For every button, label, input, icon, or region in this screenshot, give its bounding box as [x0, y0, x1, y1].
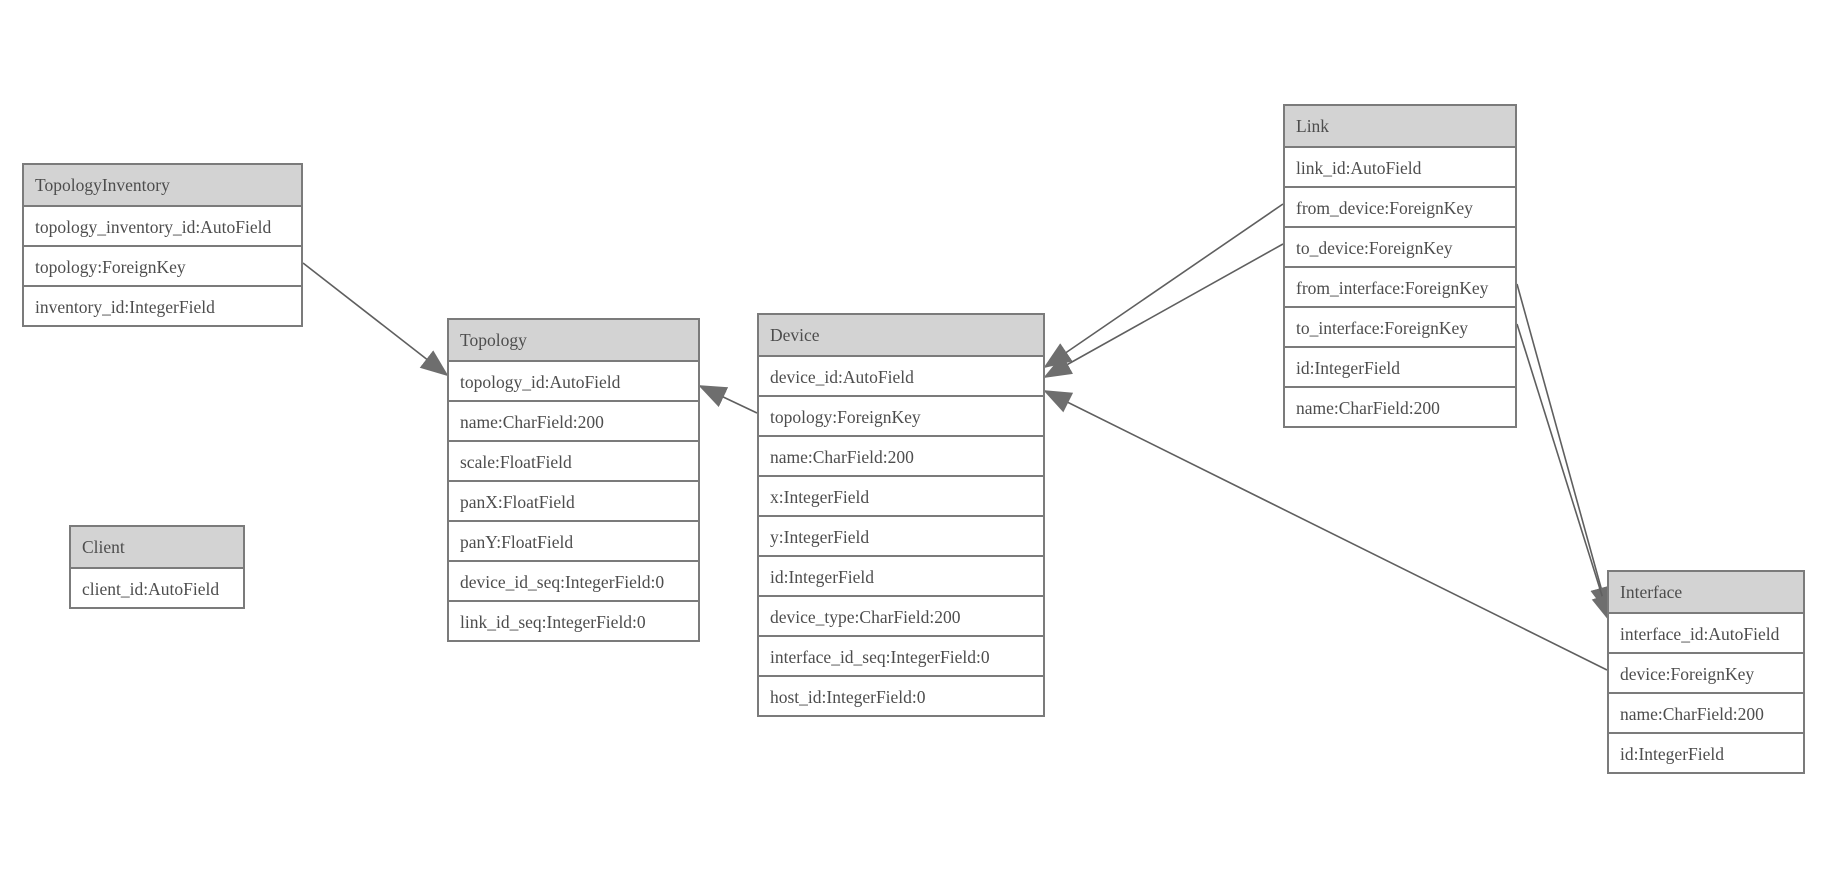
- entity-field-row: inventory_id:IntegerField: [24, 285, 301, 325]
- entity-title: Client: [71, 527, 243, 567]
- relation-device-topology: [698, 385, 758, 414]
- relation-link-fromdevice-device: [1043, 203, 1284, 369]
- entity-field-row: id:IntegerField: [1285, 346, 1515, 386]
- entity-field-row: from_interface:ForeignKey: [1285, 266, 1515, 306]
- entity-field-row: name:CharField:200: [449, 400, 698, 440]
- entity-field-row: link_id:AutoField: [1285, 146, 1515, 186]
- entity-title: Interface: [1609, 572, 1803, 612]
- entity-field-row: link_id_seq:IntegerField:0: [449, 600, 698, 640]
- entity-topologyinventory: TopologyInventory topology_inventory_id:…: [22, 163, 303, 327]
- entity-field-row: y:IntegerField: [759, 515, 1043, 555]
- entity-title: Link: [1285, 106, 1515, 146]
- entity-field-row: panX:FloatField: [449, 480, 698, 520]
- entity-field-row: device_id_seq:IntegerField:0: [449, 560, 698, 600]
- entity-field-row: x:IntegerField: [759, 475, 1043, 515]
- entity-field-row: id:IntegerField: [1609, 732, 1803, 772]
- entity-field-row: device_id:AutoField: [759, 355, 1043, 395]
- entity-field-row: panY:FloatField: [449, 520, 698, 560]
- entity-topology: Topology topology_id:AutoField name:Char…: [447, 318, 700, 642]
- entity-field-row: client_id:AutoField: [71, 567, 243, 607]
- entity-field-row: topology:ForeignKey: [24, 245, 301, 285]
- entity-link: Link link_id:AutoField from_device:Forei…: [1283, 104, 1517, 428]
- entity-title: Device: [759, 315, 1043, 355]
- relation-topologyinventory-topology: [302, 262, 449, 377]
- entity-field-row: scale:FloatField: [449, 440, 698, 480]
- entity-device: Device device_id:AutoField topology:Fore…: [757, 313, 1045, 717]
- relation-interface-device: [1043, 390, 1608, 671]
- entity-field-row: to_device:ForeignKey: [1285, 226, 1515, 266]
- entity-field-row: device_type:CharField:200: [759, 595, 1043, 635]
- entity-field-row: topology:ForeignKey: [759, 395, 1043, 435]
- entity-field-row: id:IntegerField: [759, 555, 1043, 595]
- entity-field-row: name:CharField:200: [759, 435, 1043, 475]
- entity-title: Topology: [449, 320, 698, 360]
- entity-field-row: name:CharField:200: [1285, 386, 1515, 426]
- entity-field-row: to_interface:ForeignKey: [1285, 306, 1515, 346]
- entity-field-row: interface_id:AutoField: [1609, 612, 1803, 652]
- entity-field-row: topology_inventory_id:AutoField: [24, 205, 301, 245]
- entity-client: Client client_id:AutoField: [69, 525, 245, 609]
- entity-field-row: device:ForeignKey: [1609, 652, 1803, 692]
- entity-field-row: name:CharField:200: [1609, 692, 1803, 732]
- entity-interface: Interface interface_id:AutoField device:…: [1607, 570, 1805, 774]
- entity-field-row: topology_id:AutoField: [449, 360, 698, 400]
- relation-link-tointerface-interface: [1516, 323, 1613, 623]
- entity-title: TopologyInventory: [24, 165, 301, 205]
- entity-field-row: host_id:IntegerField:0: [759, 675, 1043, 715]
- relation-link-frominterface-interface: [1516, 283, 1612, 615]
- relation-link-todevice-device: [1043, 243, 1284, 378]
- entity-field-row: interface_id_seq:IntegerField:0: [759, 635, 1043, 675]
- entity-field-row: from_device:ForeignKey: [1285, 186, 1515, 226]
